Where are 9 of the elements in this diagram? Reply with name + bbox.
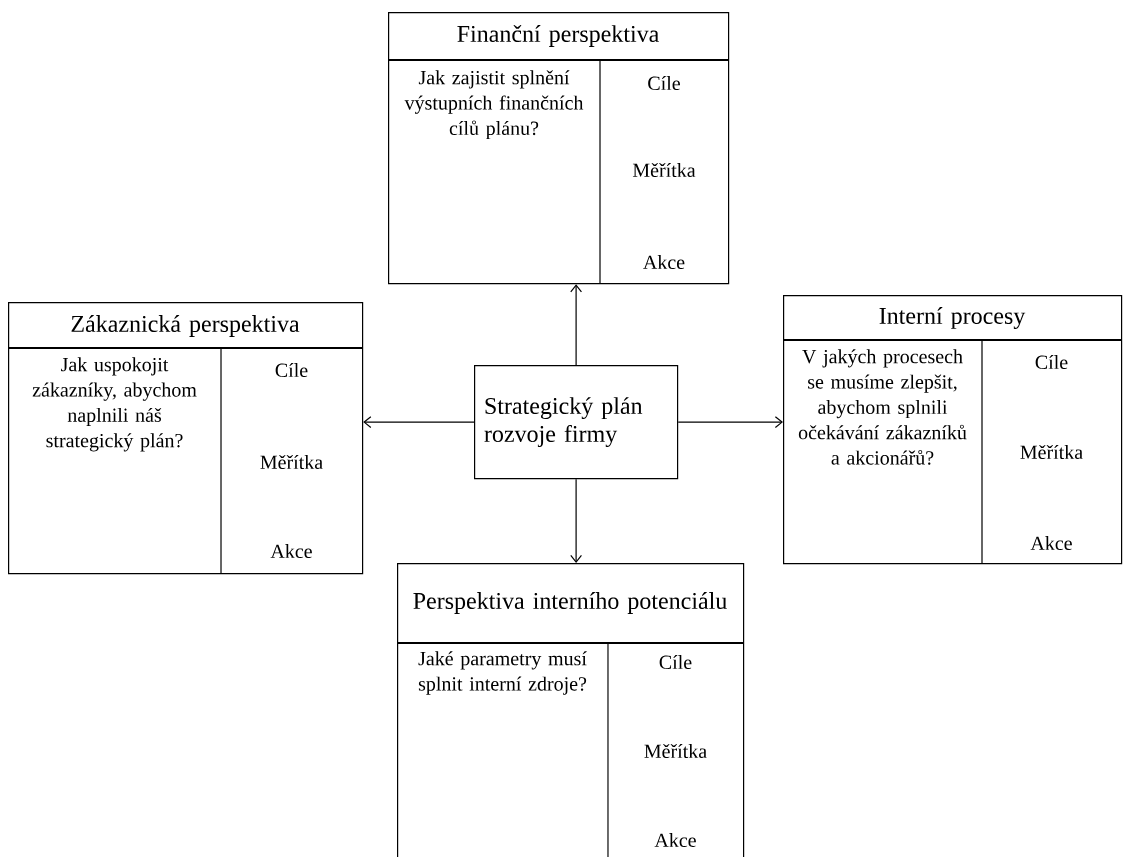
process-box: Strategický plán rozvoje firmy	[474, 365, 679, 480]
perspective-table: Finanční perspektiva Jak zajistit splnění výstupních finančních cílů plánu? Cíle Měřítka Akce	[388, 12, 730, 285]
perspective-table: Zákaznická perspektiva Jak uspokojit zákazníky, abychom naplnili náš strategický plán? Cíle Měřítka Akce	[8, 302, 364, 575]
arrow	[570, 478, 583, 563]
arrow	[363, 416, 475, 429]
arrow	[677, 416, 783, 429]
perspective-table: Perspektiva interního potenciálu Jaké parametry musí splnit interní zdroje? Cíle Měřítka Akce	[397, 563, 745, 857]
arrow	[570, 284, 583, 366]
perspective-table: Interní procesy V jakých procesech se musíme zlepšit, abychom splnili očekávání zákazníků a akcionářů? Cíle Měřítka Akce	[783, 295, 1123, 565]
